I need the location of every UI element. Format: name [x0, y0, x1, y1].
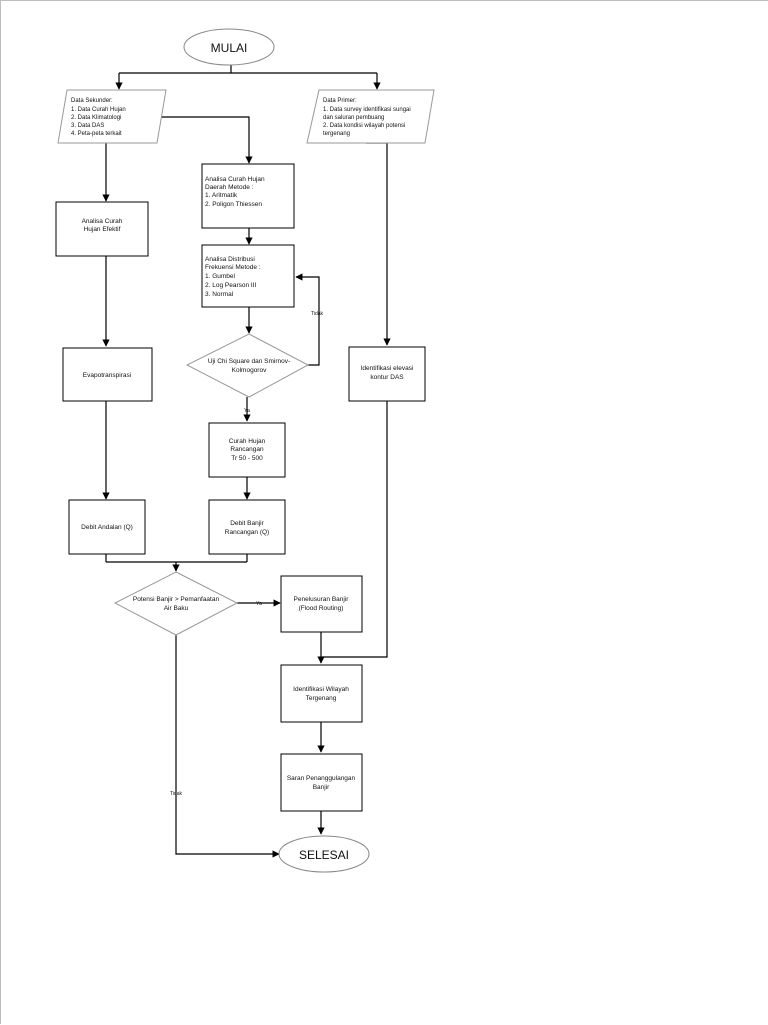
decision-label: Potensi Banjir > Pemanfaatan [133, 596, 220, 603]
effective-rain-label: Hujan Efektif [84, 226, 121, 233]
primary-data-parallelogram [306, 89, 435, 144]
frequency-label: 1. Gumbel [205, 273, 236, 280]
frequency-label: 2. Log Pearson III [205, 282, 257, 289]
end-label: SELESAI [299, 848, 349, 862]
decision-diamond [113, 571, 239, 636]
arrow-decision-no [175, 635, 280, 858]
regional-rain-label: 2. Poligon Thiessen [205, 201, 262, 208]
routing-box [280, 575, 363, 633]
connectors [102, 65, 391, 858]
contour-box [348, 346, 426, 402]
effective-rain-label: Analisa Curah [82, 218, 123, 225]
secondary-data-item: 3. Data DAS [71, 123, 104, 129]
flood-discharge-label: Debit Banjir [230, 520, 264, 527]
decision-yes-label: Ya [256, 601, 262, 607]
mitigation-label: Saran Penanggulangan [287, 775, 356, 782]
secondary-data-title: Data Sekunder: [71, 98, 113, 104]
primary-data-line: 1. Data survey identifikasi sungai [323, 107, 411, 113]
primary-data-line: dan saluran pembuang [323, 115, 384, 121]
flood-discharge-label: Rancangan (Q) [225, 529, 269, 536]
evapotranspiration-label: Evapotranspirasi [83, 372, 131, 379]
end-terminal [278, 835, 370, 873]
test-diamond [185, 333, 310, 398]
test-label: Uji Chi Square dan Smirnov- [208, 358, 290, 365]
frequency-box [201, 244, 295, 308]
decision-label: Air Baku [164, 605, 189, 612]
contour-label: kontur DAS [370, 374, 404, 381]
frequency-label: Frekuensi Metode : [205, 264, 261, 271]
evapotranspiration-box [62, 347, 153, 402]
flood-discharge-box [208, 499, 286, 555]
regional-rain-box [201, 163, 295, 229]
contour-label: Identifikasi elevasi [361, 365, 414, 372]
design-rain-label: Curah Hujan [229, 438, 266, 445]
frequency-label: Analisa Distribusi [205, 256, 255, 263]
start-label: MULAI [211, 41, 248, 55]
arrow-to-regional-rain [161, 116, 253, 164]
connector-contour-to-inundated [321, 401, 388, 658]
regional-rain-label: Analisa Curah Hujan [205, 176, 265, 183]
inundated-box [280, 664, 363, 723]
start-terminal [183, 28, 275, 66]
regional-rain-label: Daerah Metode : [205, 184, 254, 191]
mainstay-discharge-label: Debit Andalan (Q) [81, 524, 133, 531]
primary-data-line: tergenang [323, 131, 350, 137]
arrow-to-contour [366, 142, 391, 346]
mitigation-label: Banjir [313, 784, 330, 791]
inundated-label: Identifikasi Wilayah [293, 686, 349, 693]
secondary-data-item: 4. Peta-peta terkait [71, 131, 122, 137]
design-rain-label: Tr 50 - 500 [231, 455, 263, 462]
test-no-label: Tidak [311, 311, 324, 317]
effective-rain-box [55, 201, 149, 257]
primary-data-title: Data Primer: [323, 98, 357, 104]
test-yes-label: Ya [244, 408, 250, 414]
secondary-data-item: 1. Data Curah Hujan [71, 107, 126, 113]
routing-label: (Flood Routing) [299, 605, 344, 612]
inundated-label: Tergenang [306, 695, 337, 702]
shapes [55, 28, 435, 873]
decision-no-label: Tidak [170, 791, 183, 797]
design-rain-box [208, 422, 286, 478]
arrow-test-no-loop [295, 273, 320, 366]
design-rain-label: Rancangan [230, 446, 264, 453]
routing-label: Penelusuran Banjir [294, 596, 350, 603]
test-label: Kolmogorov [232, 367, 267, 374]
primary-data-line: 2. Data kondisi wilayah potensi [323, 123, 405, 129]
secondary-data-parallelogram [57, 89, 167, 144]
secondary-data-item: 2. Data Klimatologi [71, 115, 121, 121]
frequency-label: 3. Normal [205, 291, 234, 298]
mitigation-box [280, 753, 363, 812]
mainstay-discharge-box [68, 499, 146, 555]
regional-rain-label: 1. Aritmatik [205, 192, 238, 199]
